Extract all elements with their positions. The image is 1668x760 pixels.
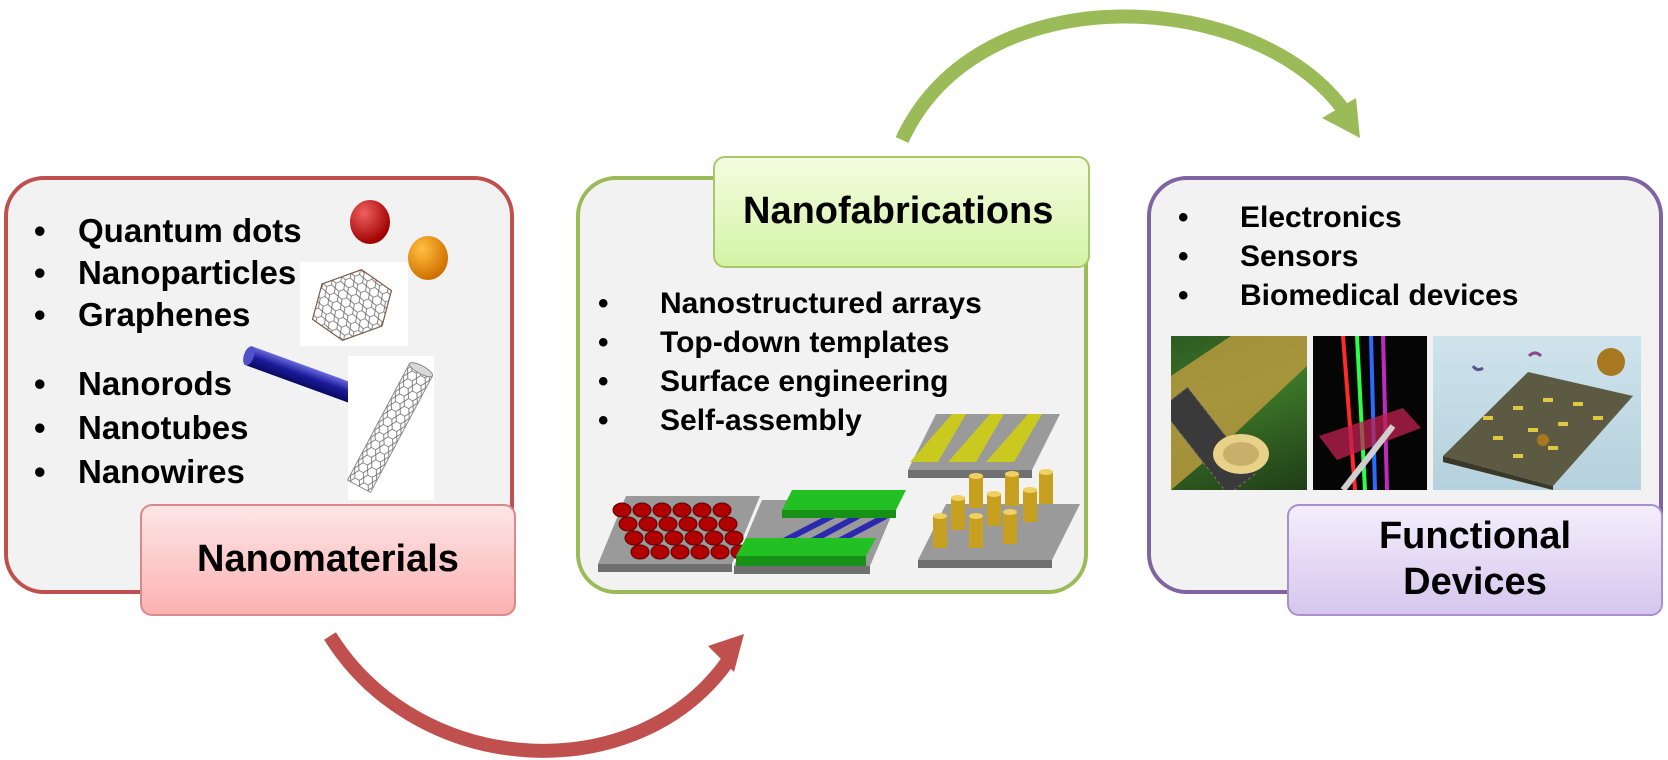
list-item: Electronics (1178, 198, 1518, 237)
array-particle (653, 503, 671, 517)
array-particle (699, 517, 717, 531)
array-particle (633, 503, 651, 517)
array-particle (685, 531, 703, 545)
list-item: Biomedical devices (1178, 276, 1518, 315)
array-particle (631, 545, 649, 559)
functional-devices-list: Electronics Sensors Biomedical devices (1178, 198, 1518, 315)
array-pillar (987, 491, 1001, 526)
stripe-pattern-icon (908, 414, 1060, 478)
array-particle (705, 531, 723, 545)
array-pillar (933, 513, 947, 548)
array-particle (651, 545, 669, 559)
array-particle (625, 531, 643, 545)
array-particle (719, 517, 737, 531)
array-pillar (1023, 487, 1037, 522)
cnt-device-photo (1171, 336, 1307, 490)
array-pillar (969, 473, 983, 508)
array-pillar (1039, 469, 1053, 504)
particle-array-icon (598, 496, 760, 572)
array-particle (691, 545, 709, 559)
array-pillar (1005, 471, 1019, 506)
array-particle (673, 503, 691, 517)
template-electrode-icon (734, 490, 906, 574)
pillar-array-icon (918, 469, 1080, 568)
functional-devices-title-line2: Devices (1379, 560, 1571, 606)
array-particle (645, 531, 663, 545)
array-particle (619, 517, 637, 531)
functional-devices-title-line1: Functional (1379, 514, 1571, 560)
biomedical-chip-photo (1433, 336, 1641, 490)
array-pillar (951, 495, 965, 530)
array-particle (671, 545, 689, 559)
array-particle (693, 503, 711, 517)
laser-sensor-photo (1313, 336, 1427, 490)
array-particle (711, 545, 729, 559)
array-particle (725, 531, 743, 545)
array-particle (613, 503, 631, 517)
array-particle (713, 503, 731, 517)
array-particle (639, 517, 657, 531)
list-item: Sensors (1178, 237, 1518, 276)
array-pillar (969, 513, 983, 548)
array-particle (659, 517, 677, 531)
array-pillar (1003, 509, 1017, 544)
functional-devices-title-tag: Functional Devices (1287, 504, 1663, 616)
array-particle (679, 517, 697, 531)
array-particle (665, 531, 683, 545)
